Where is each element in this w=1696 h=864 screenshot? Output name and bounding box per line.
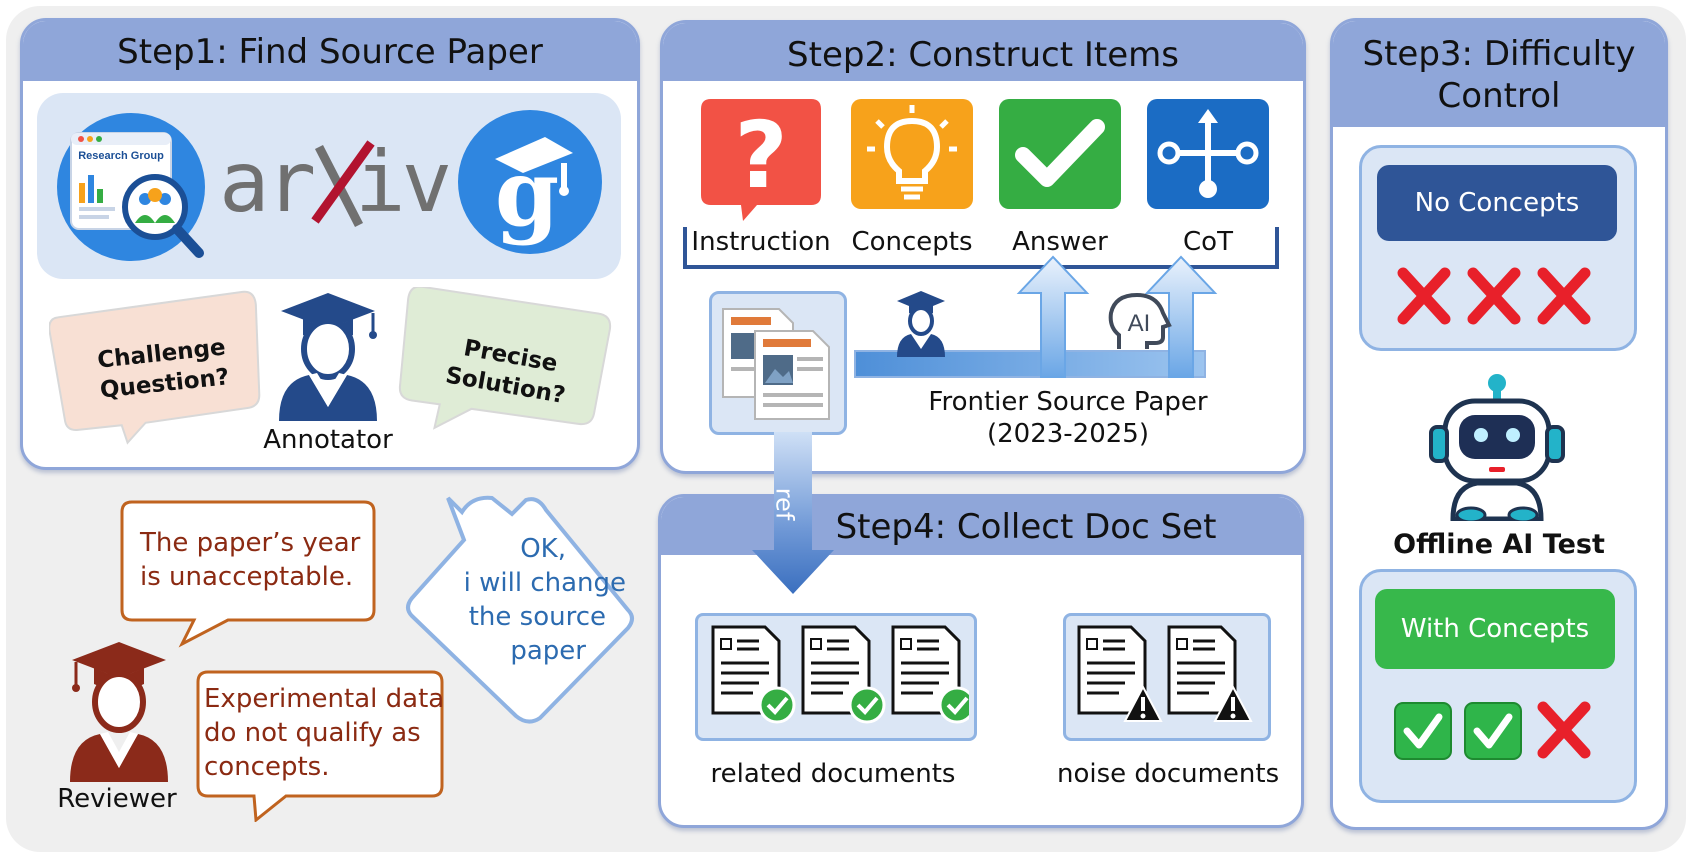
with-concepts-results — [1394, 701, 1591, 760]
check-icon — [1394, 702, 1452, 760]
cross-icon — [1537, 701, 1591, 759]
ref-label: ref — [770, 487, 799, 521]
question-mark-icon: ? — [701, 99, 821, 221]
arxiv-logo: ar iv — [219, 133, 449, 231]
step3-title: Step3: Difficulty Control — [1333, 21, 1665, 127]
items-bracket — [683, 227, 1279, 269]
noise-documents-icons — [1077, 625, 1253, 723]
precise-solution-bubble — [398, 287, 612, 430]
step1-title: Step1: Find Source Paper — [23, 21, 637, 81]
research-group-text: Research Group — [78, 150, 164, 162]
google-scholar-logo: g — [458, 110, 602, 254]
checkmark-icon — [999, 99, 1121, 209]
annotator-reply-text: OK, i will change the source paper — [463, 534, 626, 666]
challenge-question-bubble — [49, 290, 261, 445]
item-label-instruction: Instruction — [691, 227, 831, 257]
check-icon — [1464, 702, 1522, 760]
reviewer-comment-1-bubble — [120, 500, 376, 648]
related-documents-icons — [711, 625, 969, 724]
cross-icon — [1467, 267, 1521, 325]
step3-panel: Step3: Difficulty Control No Concepts Of… — [1330, 18, 1668, 830]
step4-panel: Step4: Collect Doc Set — [658, 494, 1304, 828]
annotator-avatar — [279, 293, 377, 421]
reviewer-comment-1-text: The paper’s year is unacceptable. — [140, 528, 361, 592]
frontier-source-paper-line2: (2023-2025) — [986, 419, 1149, 449]
lightbulb-icon — [851, 99, 973, 209]
svg-text:iv: iv — [355, 133, 449, 231]
with-concepts-badge: With Concepts — [1375, 589, 1615, 669]
reviewer-comment-2-text: Experimental data do not qualify as conc… — [204, 684, 445, 782]
step4-title: Step4: Collect Doc Set — [661, 497, 1301, 555]
cross-icon — [1537, 267, 1591, 325]
reviewer-avatar — [70, 642, 168, 782]
expert-small-icon — [897, 291, 945, 357]
ai-head-icon: AI — [1108, 292, 1172, 349]
step1-panel: Step1: Find Source Paper Research Group — [20, 18, 640, 470]
source-paper-icon — [722, 308, 830, 420]
document-warning-icon — [1077, 625, 1163, 722]
no-concepts-results — [1397, 267, 1591, 325]
frontier-source-paper-line1: Frontier Source Paper — [928, 387, 1208, 417]
step2-title: Step2: Construct Items — [663, 23, 1303, 81]
robot-icon — [1429, 374, 1565, 521]
research-group-search-icon: Research Group — [57, 113, 205, 261]
annotator-reply-bubble — [406, 495, 634, 724]
document-check-icon — [711, 625, 796, 724]
noise-documents-label: noise documents — [1057, 759, 1280, 789]
ref-arrow — [752, 432, 834, 594]
scholar-g-letter: g — [495, 139, 559, 247]
ai-head-label: AI — [1128, 310, 1151, 337]
item-label-cot: CoT — [1183, 227, 1233, 257]
reviewer-label: Reviewer — [57, 784, 177, 814]
svg-text:?: ? — [734, 102, 787, 209]
item-label-concepts: Concepts — [851, 227, 973, 257]
svg-text:ar: ar — [219, 133, 314, 231]
network-icon — [1147, 99, 1269, 209]
item-label-answer: Answer — [1012, 227, 1108, 257]
related-documents-label: related documents — [710, 759, 956, 789]
cross-icon — [1397, 267, 1451, 325]
annotator-label: Annotator — [263, 425, 393, 455]
reviewer-comment-2-bubble — [196, 670, 444, 822]
step2-panel: Step2: Construct Items ? — [660, 20, 1306, 474]
no-concepts-badge: No Concepts — [1377, 165, 1617, 241]
offline-ai-test-label: Offline AI Test — [1393, 529, 1605, 560]
